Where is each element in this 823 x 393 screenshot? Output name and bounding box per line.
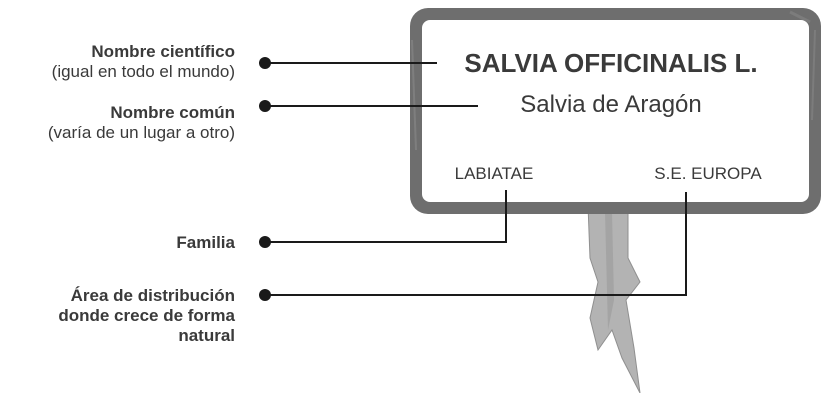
distribution-area-label: Área de distribución donde crece de form… (5, 286, 235, 346)
scientific-name-label: Nombre científico (igual en todo el mund… (52, 42, 235, 82)
connector-dot-family (259, 236, 271, 248)
distribution-area-title-line3: natural (178, 326, 235, 345)
sign-family: LABIATAE (455, 164, 534, 183)
sign-distribution: S.E. EUROPA (654, 164, 762, 183)
common-name-label: Nombre común (varía de un lugar a otro) (48, 103, 235, 143)
connector-distribution (265, 192, 687, 296)
connector-dot-distribution (259, 289, 271, 301)
family-label: Familia (176, 233, 235, 253)
sign-post (587, 204, 641, 393)
common-name-note: (varía de un lugar a otro) (47, 123, 235, 142)
connector-dot-common-name (259, 100, 271, 112)
family-title: Familia (176, 233, 235, 252)
distribution-area-title-line2: donde crece de forma (58, 306, 235, 325)
connector-family (265, 190, 507, 243)
distribution-area-title-line1: Área de distribución (70, 286, 235, 305)
scientific-name-title: Nombre científico (91, 42, 235, 61)
sign-board (410, 8, 821, 214)
common-name-title: Nombre común (110, 103, 235, 122)
sign-common-name: Salvia de Aragón (520, 91, 701, 118)
scientific-name-note: (igual en todo el mundo) (51, 62, 235, 81)
connector-dot-scientific-name (259, 57, 271, 69)
sign-scientific-name: SALVIA OFFICINALIS L. (464, 48, 757, 78)
